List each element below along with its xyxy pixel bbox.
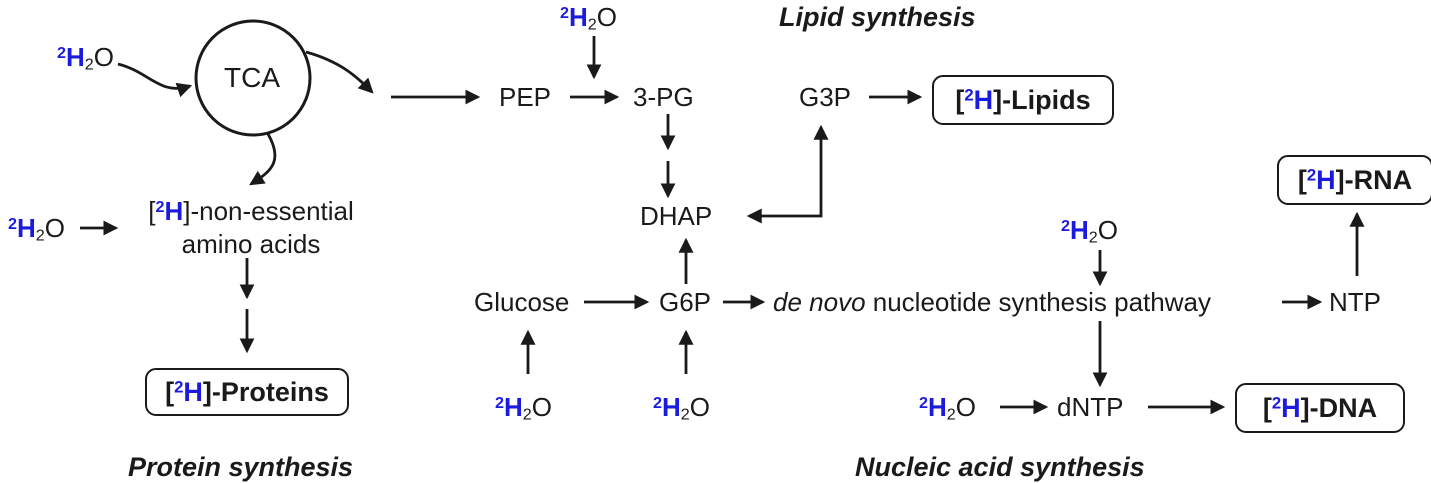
h2o-label-dntp: 2H2O: [919, 392, 976, 424]
h2o-label-amino-acids: 2H2O: [8, 213, 65, 245]
proteins-box: [2H]-Proteins: [145, 368, 349, 416]
amino-acids-line2: amino acids: [181, 228, 321, 259]
lipid-synthesis-title: Lipid synthesis: [779, 2, 976, 32]
arrow-tca-exit: [305, 50, 374, 94]
arrow-h2o-to-tca: [117, 62, 193, 98]
amino-acids-line1: [2H]-non-essential: [148, 196, 354, 226]
denovo-pathway-label: de novo nucleotide synthesis pathway: [773, 287, 1211, 317]
protein-synthesis-title: Protein synthesis: [128, 452, 354, 482]
rna-box-label: [2H]-RNA: [1297, 164, 1413, 195]
g6p-label: G6P: [659, 287, 712, 317]
lipids-box: [2H]-Lipids: [932, 75, 1114, 125]
h2o-label-glucose: 2H2O: [495, 392, 552, 424]
proteins-box-label: [2H]-Proteins: [165, 376, 329, 407]
nucleic-acid-synthesis-title: Nucleic acid synthesis: [855, 452, 1145, 482]
lipids-box-label: [2H]-Lipids: [955, 84, 1091, 115]
dna-box-label: [2H]-DNA: [1262, 392, 1378, 423]
amino-acids-label: [2H]-non-essential amino acids: [128, 195, 374, 260]
dhap-label: DHAP: [640, 201, 713, 231]
ntp-label: NTP: [1329, 287, 1381, 317]
h2o-label-denovo: 2H2O: [1061, 215, 1118, 247]
h2o-label-g6p: 2H2O: [653, 392, 710, 424]
arrow-dhap-g3p-elbow: [746, 124, 829, 224]
dntp-label: dNTP: [1057, 392, 1124, 422]
tca-cycle-label: TCA: [224, 62, 280, 93]
pep-label: PEP: [499, 82, 552, 112]
h2o-label-tca: 2H2O: [57, 42, 114, 74]
dna-box: [2H]-DNA: [1235, 383, 1405, 433]
h2o-label-3pg: 2H2O: [560, 2, 617, 34]
rna-box: [2H]-RNA: [1277, 155, 1431, 205]
g3p-label: G3P: [799, 82, 852, 112]
glucose-label: Glucose: [474, 287, 570, 317]
arrow-tca-to-amino-acids: [249, 133, 277, 186]
3pg-label: 3-PG: [633, 82, 694, 112]
tca-cycle-circle: [194, 19, 312, 137]
